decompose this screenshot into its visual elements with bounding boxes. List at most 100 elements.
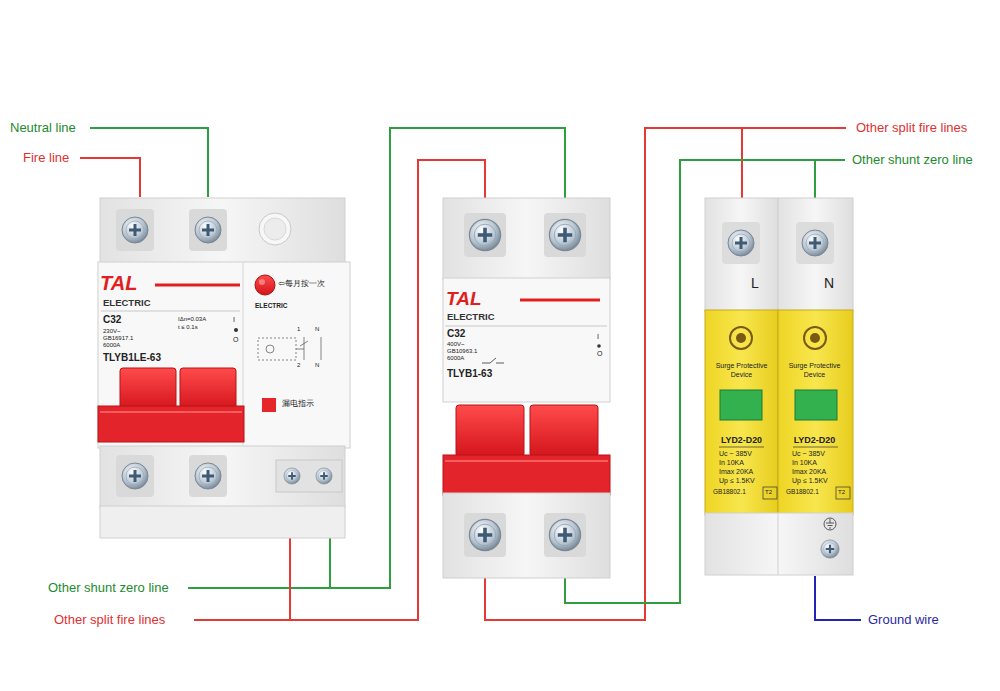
brand-name: ELECTRIC <box>447 312 495 323</box>
model-number: TLYB1-63 <box>447 368 492 380</box>
rating-text: Uc ~ 385V <box>719 450 752 458</box>
terminal-number: 2 <box>297 362 300 369</box>
mcb-breaker-drawing <box>464 213 506 257</box>
surge-protector-drawing <box>705 198 853 575</box>
rcbo-breaker-drawing <box>296 337 321 360</box>
rcbo-breaker-drawing <box>98 406 244 442</box>
mcb-breaker-drawing <box>443 198 610 578</box>
rcbo-breaker-drawing <box>264 218 286 240</box>
model-number: TLYB1LE-63 <box>103 352 161 364</box>
standard-number: GB10963.1 <box>447 348 477 355</box>
standard-number: GB18802.1 <box>786 488 819 495</box>
mcb-breaker-drawing <box>520 299 600 302</box>
surge-protector-drawing <box>730 327 752 349</box>
brand-logo: TAL <box>446 288 482 310</box>
terminal-screw <box>469 519 500 550</box>
rating-text: Uc ~ 385V <box>792 450 825 458</box>
rcbo-breaker-drawing <box>116 455 154 497</box>
surge-protector-drawing <box>836 487 850 499</box>
brand-name: ELECTRIC <box>103 298 151 309</box>
rating-text: 230V~ <box>103 328 121 335</box>
rcbo-breaker-drawing <box>259 213 291 245</box>
rating-text: Imax 20KA <box>719 468 753 476</box>
mcb-breaker-drawing <box>445 326 607 327</box>
rcbo-breaker-drawing <box>98 262 350 448</box>
rcbo-breaker-drawing <box>116 209 154 251</box>
indicator-note: 漏电指示 <box>282 399 314 408</box>
surge-protector-pole: NSurge Protective DeviceLYD2-D20Uc ~ 385… <box>778 198 853 575</box>
mcb-breaker-drawing <box>597 344 601 348</box>
mcb-breaker-drawing <box>443 455 610 495</box>
surge-protector-pole: LSurge Protective DeviceLYD2-D20Uc ~ 385… <box>705 198 778 575</box>
callout-label: Fire line <box>23 150 69 166</box>
rating-text: t ≤ 0.1s <box>178 324 198 331</box>
rating-text: In 10KA <box>792 459 817 467</box>
current-rating: C32 <box>447 328 465 340</box>
rcbo-breaker-drawing <box>189 455 227 497</box>
device-caption: Surge Protective Device <box>780 361 849 379</box>
surge-protector-drawing <box>804 327 826 349</box>
surge-protector-drawing <box>705 513 853 575</box>
mcb-breaker-drawing <box>464 513 506 557</box>
current-rating: C32 <box>103 314 121 326</box>
shunt-zero-wire <box>188 587 330 589</box>
rcbo-breaker: TALELECTRICC32230V~GB16917.16000ATLYB1LE… <box>98 198 350 538</box>
rating-text: 6000A <box>447 355 464 362</box>
rcbo-breaker-drawing <box>101 311 240 312</box>
ground-wire <box>815 576 861 620</box>
class-mark: T2 <box>838 489 845 496</box>
on-off-mark: O <box>597 350 602 358</box>
terminal-screw <box>316 468 332 484</box>
terminal-screw <box>821 540 839 558</box>
standard-number: GB16917.1 <box>103 335 133 342</box>
terminal-screw <box>728 230 754 256</box>
rcbo-breaker-drawing <box>100 446 345 508</box>
terminal-screw <box>122 463 148 489</box>
mcb-breaker-drawing <box>544 213 586 257</box>
surge-protector-drawing <box>810 333 820 343</box>
surge-protector-drawing <box>796 222 834 264</box>
split-fire-wire <box>742 127 846 129</box>
rcbo-breaker-drawing <box>100 198 345 264</box>
on-off-mark: I <box>233 316 235 324</box>
surge-protector-drawing <box>826 519 834 528</box>
terminal-number: N <box>315 362 319 369</box>
terminal-screw <box>802 230 828 256</box>
rating-text: IΔn=0.03A <box>178 316 206 323</box>
fire-feed-wire <box>80 158 140 197</box>
rcbo-breaker-drawing <box>234 328 238 332</box>
rating-text: Up ≤ 1.5KV <box>792 477 828 485</box>
rating-text: 400V~ <box>447 341 465 348</box>
surge-protector-drawing <box>778 198 853 312</box>
callout-label: Neutral line <box>10 120 76 136</box>
rcbo-breaker-drawing <box>259 279 265 285</box>
mcb-breaker-drawing <box>443 198 610 280</box>
rcbo-breaker-drawing <box>266 345 274 353</box>
surge-protector-drawing <box>736 333 746 343</box>
surge-protector-drawing <box>778 513 779 575</box>
callout-label: Ground wire <box>868 612 939 628</box>
terminal-number: N <box>315 326 319 333</box>
mcb-breaker-drawing <box>530 405 598 457</box>
terminal-screw <box>549 219 580 250</box>
surge-protector-drawing <box>720 390 762 420</box>
feed-wire <box>80 128 861 620</box>
rcbo-breaker-drawing <box>255 275 275 295</box>
class-mark: T2 <box>765 489 772 496</box>
rcbo-breaker-drawing <box>120 368 176 410</box>
surge-protector-drawing <box>824 518 836 530</box>
on-off-mark: O <box>233 336 238 344</box>
rcbo-breaker-drawing <box>155 284 240 287</box>
surge-protector-drawing <box>705 310 778 515</box>
mcb-breaker-drawing <box>456 405 524 457</box>
callout-label: Other shunt zero line <box>48 580 169 596</box>
mcb-breaker-drawing <box>482 358 504 363</box>
pole-letter: L <box>751 275 759 291</box>
model-number: LYD2-D20 <box>778 435 851 445</box>
terminal-screw <box>195 217 221 243</box>
callout-label: Other shunt zero line <box>852 152 973 168</box>
on-off-mark: I <box>597 333 599 341</box>
terminal-screw <box>469 219 500 250</box>
surge-protector-drawing <box>719 447 764 448</box>
